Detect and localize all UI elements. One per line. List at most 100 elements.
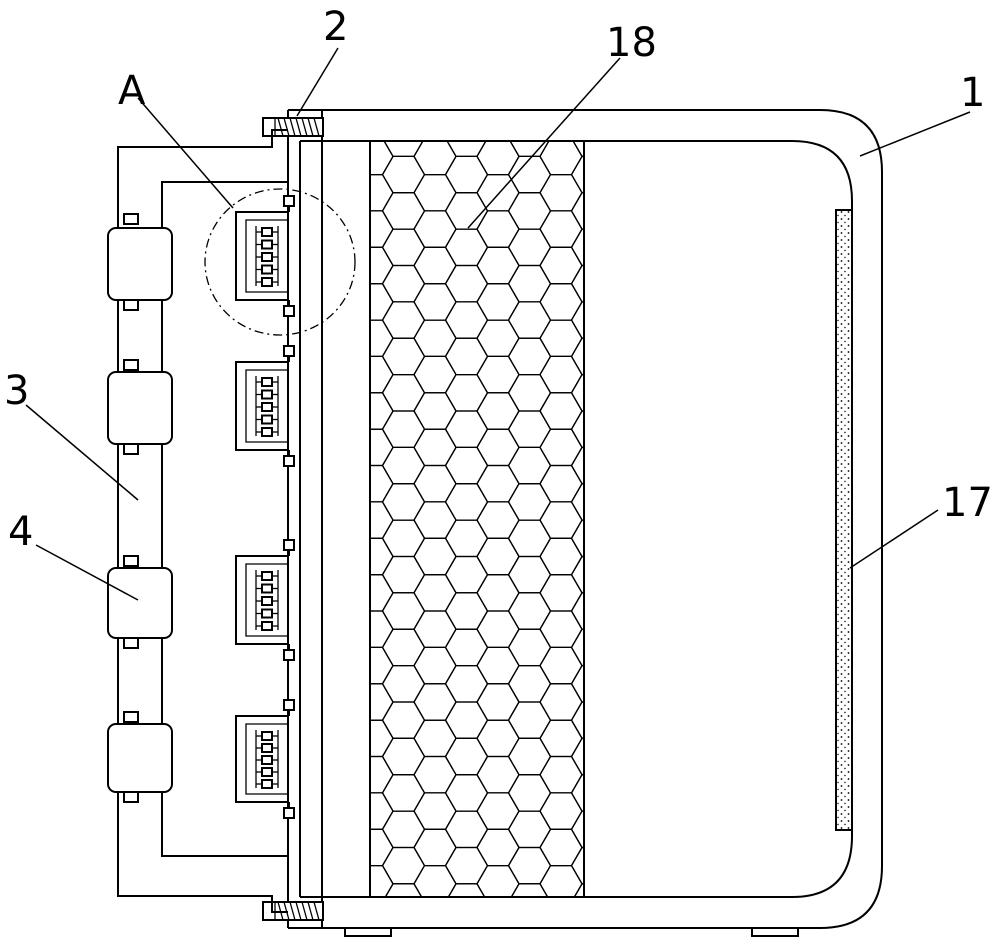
honeycomb-cell [381, 373, 426, 412]
honeycomb-cell [570, 228, 584, 267]
honeycomb-cell [476, 828, 520, 867]
honeycomb-cell [370, 719, 394, 758]
clamp-unit [235, 699, 295, 819]
honeycomb-cell [570, 664, 584, 703]
honeycomb-cell [507, 337, 552, 376]
honeycomb-cell [370, 283, 394, 321]
honeycomb-cell [370, 355, 394, 394]
honeycomb-cell [444, 337, 489, 376]
honeycomb-cell [539, 537, 583, 576]
honeycomb-cell [381, 483, 426, 521]
honeycomb-cell [381, 228, 426, 267]
honeycomb-cell [351, 102, 393, 138]
honeycomb-cell [444, 846, 489, 885]
honeycomb-cell [539, 428, 583, 467]
honeycomb-cell [381, 555, 426, 594]
honeycomb-cell [507, 301, 552, 339]
honeycomb-cell [381, 155, 426, 194]
honeycomb-cell [539, 173, 583, 212]
honeycomb-cell [570, 373, 584, 412]
honeycomb-cell [476, 210, 520, 248]
honeycomb-cell [507, 592, 552, 630]
label-strip: 17 [942, 480, 993, 526]
honeycomb-cell [539, 792, 583, 830]
honeycomb-cell [507, 410, 552, 449]
honeycomb-cell [477, 902, 519, 938]
honeycomb-cell [570, 774, 584, 812]
honeycomb-cell [476, 283, 520, 321]
detail-circle-a [204, 188, 356, 336]
fastener [283, 539, 295, 551]
honeycomb-cell [370, 173, 394, 212]
honeycomb-cell [476, 501, 520, 539]
honeycomb-cell [370, 464, 394, 503]
honeycomb-cell [444, 592, 489, 630]
honeycomb-cell [476, 173, 520, 212]
honeycomb-cell [510, 883, 549, 897]
honeycomb-cell [570, 155, 584, 194]
honeycomb-cell [444, 228, 489, 267]
bolt-top [262, 117, 324, 137]
honeycomb-cell [370, 210, 394, 248]
honeycomb-cell [370, 646, 394, 685]
honeycomb-cell [413, 319, 457, 358]
honeycomb-cell [570, 519, 584, 558]
honeycomb-cell [444, 628, 489, 667]
honeycomb-cell [444, 701, 489, 739]
honeycomb-cell [414, 102, 456, 138]
coupling-3 [107, 555, 173, 712]
label-housing: 1 [960, 70, 985, 116]
honeycomb-cell [370, 792, 394, 830]
honeycomb-cell [370, 610, 394, 649]
honeycomb-cell [444, 301, 489, 339]
honeycomb-cell [539, 828, 583, 867]
honeycomb-cell [381, 337, 426, 376]
honeycomb-cell [476, 574, 520, 612]
foot-right [751, 927, 799, 937]
honeycomb-cell [381, 192, 426, 230]
honeycomb-cell [381, 628, 426, 667]
honeycomb-cell [381, 519, 426, 558]
honeycomb-cell [476, 537, 520, 576]
coupling-1 [107, 200, 173, 356]
honeycomb-cell [444, 555, 489, 594]
honeycomb-cell [507, 483, 552, 521]
honeycomb-cell [507, 264, 552, 303]
fastener [283, 699, 295, 711]
honeycomb-cell [444, 483, 489, 521]
honeycomb-cell [539, 355, 583, 394]
honeycomb-cell [381, 446, 426, 485]
honeycomb-cell [570, 301, 584, 339]
honeycomb-cell [413, 755, 457, 794]
honeycomb-cell [539, 574, 583, 612]
honeycomb-cell [476, 719, 520, 758]
clamp-units [235, 195, 295, 819]
honeycomb-cell [570, 446, 584, 485]
honeycomb-cell [413, 246, 457, 285]
fastener [283, 455, 295, 467]
honeycomb-cell [444, 410, 489, 449]
honeycomb-cell [413, 428, 457, 467]
honeycomb-cell [444, 664, 489, 703]
honeycomb-cell [413, 355, 457, 394]
honeycomb-cell [381, 737, 426, 776]
fastener [283, 195, 295, 207]
honeycomb-cell [539, 210, 583, 248]
honeycomb-panel [351, 102, 585, 938]
fastener [283, 305, 295, 317]
honeycomb-cell [476, 464, 520, 503]
label-coupling: 4 [8, 509, 33, 555]
honeycomb-cell [447, 883, 486, 897]
honeycomb-cell [444, 373, 489, 412]
honeycomb-cell [476, 646, 520, 685]
honeycomb-cell [444, 192, 489, 230]
coupling-4 [107, 711, 173, 840]
honeycomb-cell [444, 264, 489, 303]
honeycomb-cell [381, 410, 426, 449]
fastener [283, 649, 295, 661]
honeycomb-cell [413, 537, 457, 576]
honeycomb-cell [444, 446, 489, 485]
honeycomb-cell [444, 774, 489, 812]
front-plate [287, 110, 323, 928]
